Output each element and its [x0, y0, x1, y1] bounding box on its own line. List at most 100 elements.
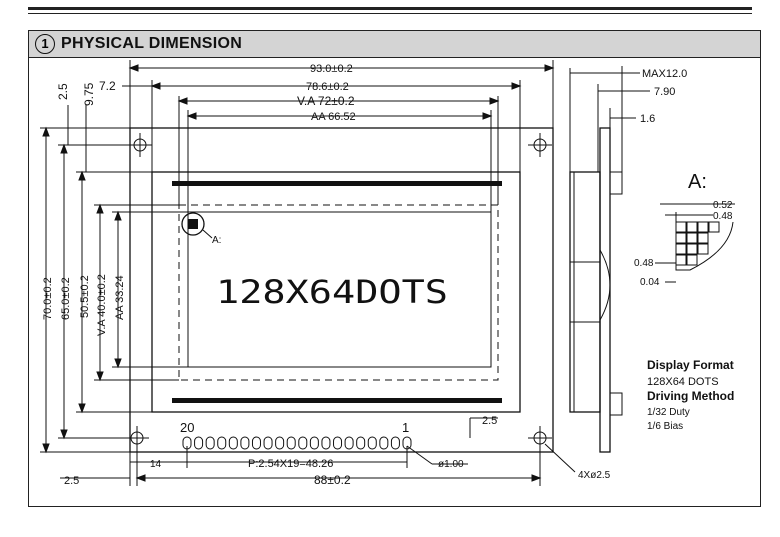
dim-outer-width — [128, 60, 555, 128]
connector-pin — [275, 436, 285, 450]
side-7-90-label: 7.90 — [654, 86, 675, 98]
dim-7-90 — [597, 84, 650, 172]
connector-pin — [205, 436, 215, 450]
detail-004: 0.04 — [640, 277, 660, 288]
dim-2-5-r-label: 2.5 — [482, 415, 497, 427]
detail-title: A: — [688, 171, 707, 193]
va-width-label: V.A 72±0.2 — [297, 94, 355, 108]
section-title: PHYSICAL DIMENSION — [61, 35, 243, 52]
dim-aa-height — [112, 210, 188, 369]
detail-a-label: A: — [212, 235, 221, 246]
dim-2-5-b-label: 2.5 — [64, 475, 79, 487]
dim-9-75 — [85, 105, 152, 173]
connector-pin — [263, 436, 273, 450]
detail-pixel — [686, 254, 698, 266]
bezel-bottom-bar — [172, 398, 502, 403]
side-bulge — [599, 249, 611, 321]
side-tab-top — [609, 171, 623, 195]
va-height-label: V.A 40.0±0.2 — [96, 274, 108, 336]
connector-pin — [356, 436, 366, 450]
viewing-area — [178, 204, 499, 381]
dim-9-75-label: 9.75 — [82, 82, 96, 106]
duty-value: 1/32 Duty — [647, 407, 690, 418]
detail-a-circle — [181, 212, 205, 236]
connector-pin — [217, 436, 227, 450]
detail-a-pixel — [188, 219, 198, 229]
connector-pin — [298, 436, 308, 450]
mount-hole-tr — [528, 133, 552, 157]
dim-50-5-label: 50.5±0.2 — [79, 275, 91, 318]
connector-pin — [286, 436, 296, 450]
detail-pixel-grid — [675, 212, 734, 271]
dim-88 — [135, 448, 542, 486]
connector-pin — [367, 436, 377, 450]
detail-pixel — [686, 243, 698, 255]
detail-pixel — [675, 221, 687, 233]
detail-pixel — [697, 243, 709, 255]
dim-65-label: 65.0±0.2 — [60, 277, 72, 320]
detail-pixel — [675, 243, 687, 255]
detail-pixel — [697, 221, 709, 233]
detail-pixel — [708, 221, 720, 233]
detail-outline — [675, 212, 734, 271]
detail-pixel — [675, 232, 687, 244]
bezel-outline — [151, 171, 521, 413]
connector-pin — [251, 436, 261, 450]
hole-dia-leader — [406, 445, 433, 465]
top-rule — [28, 7, 752, 10]
dim-pcb-width — [150, 80, 522, 172]
bezel-top-bar — [172, 181, 502, 186]
side-body — [569, 171, 601, 413]
connector-pin — [344, 436, 354, 450]
detail-048b: 0.48 — [634, 258, 654, 269]
side-tab-bottom — [609, 392, 623, 416]
dim-va-height — [94, 203, 179, 382]
max12-label: MAX12.0 — [642, 68, 687, 80]
side-pcb — [599, 127, 611, 453]
section-number: 1 — [35, 34, 55, 54]
pin-20-label: 20 — [180, 420, 194, 435]
dim-50-5 — [76, 170, 152, 414]
hole-dia-label: ø1.00 — [438, 459, 464, 470]
display-format-heading: Display Format — [647, 358, 734, 372]
detail-pixel — [686, 232, 698, 244]
connector-pin — [333, 436, 343, 450]
drawing-frame: 1 PHYSICAL DIMENSION — [28, 30, 761, 507]
dim-65 — [58, 143, 140, 440]
dim-88-label: 88±0.2 — [314, 473, 351, 487]
connector-pin — [321, 436, 331, 450]
holes-leader — [544, 443, 576, 473]
connector-pin — [240, 436, 250, 450]
display-format-value: 128X64 DOTS — [647, 376, 719, 388]
dim-va-width — [177, 96, 500, 205]
connector-pin — [390, 436, 400, 450]
mount-hole-br — [528, 426, 552, 450]
pcb-width-label: 78.6±0.2 — [306, 81, 349, 93]
bias-value: 1/6 Bias — [647, 421, 683, 432]
dim-2-5-v-label: 2.5 — [56, 83, 70, 100]
display-dots-text: 128X64DOTS — [216, 273, 448, 311]
detail-pixel — [675, 254, 687, 266]
connector-pin — [194, 436, 204, 450]
pcb-outline — [129, 127, 554, 453]
pin-1-label: 1 — [402, 420, 409, 435]
holes-label: 4Xø2.5 — [578, 470, 611, 481]
detail-a-leader — [202, 229, 213, 239]
dim-aa-width — [186, 110, 493, 212]
dim-70-label: 70.0±0.2 — [42, 277, 54, 320]
dim-max12 — [569, 66, 640, 172]
dim-7-2-label: 7.2 — [99, 79, 116, 93]
connector-pin — [379, 436, 389, 450]
detail-048: 0.48 — [713, 211, 733, 222]
outer-width-label: 93.0±0.2 — [310, 63, 353, 75]
pin-row — [182, 436, 412, 450]
aa-height-label: AA 33.24 — [114, 275, 126, 320]
detail-pixel — [686, 221, 698, 233]
top-rule-thin — [28, 13, 752, 14]
active-area — [187, 211, 492, 368]
side-1-6-label: 1.6 — [640, 113, 655, 125]
dim-1-6 — [609, 108, 636, 128]
connector-pin — [309, 436, 319, 450]
detail-pixel — [697, 232, 709, 244]
